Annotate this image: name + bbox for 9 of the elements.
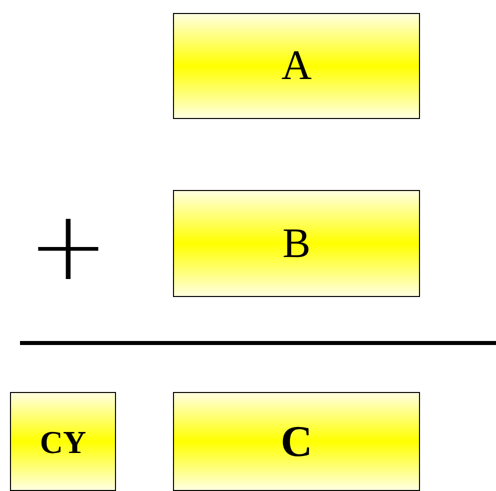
process-box [173,13,420,119]
process-box [173,392,420,491]
plus-sign: + [28,206,108,286]
box-label: B [282,222,310,264]
box-label: CY [40,426,86,458]
box-label: A [281,45,312,87]
box-label: C [280,420,312,464]
process-box [10,392,116,491]
process-box [173,190,420,297]
